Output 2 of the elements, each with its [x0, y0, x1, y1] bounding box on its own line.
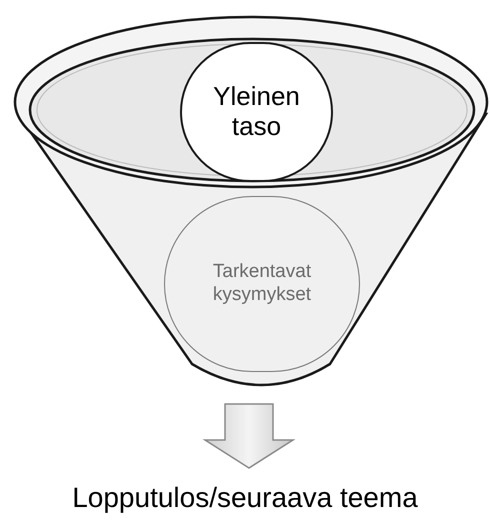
result-label: Lopputulos/seuraava teema: [0, 478, 490, 518]
block-arrow: [202, 403, 296, 469]
